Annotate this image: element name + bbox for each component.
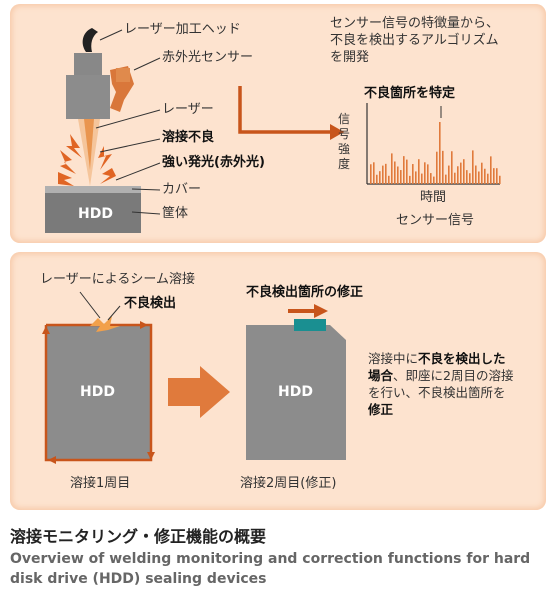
signal-bar xyxy=(493,168,495,184)
signal-bar xyxy=(412,164,414,184)
signal-bar xyxy=(400,170,402,184)
signal-bar xyxy=(445,174,447,184)
emission-label: 強い発光(赤外光) xyxy=(162,155,265,170)
algorithm-line-3: を開発 xyxy=(330,50,370,65)
seam-weld-arrows xyxy=(42,321,155,464)
signal-bar xyxy=(397,166,399,184)
seam-weld-label: レーザーによるシーム溶接 xyxy=(40,272,195,287)
flow-arrow xyxy=(238,86,330,134)
fix-label: 不良検出箇所の修正 xyxy=(246,285,364,300)
algorithm-line-1: センサー信号の特徴量から、 xyxy=(330,16,500,31)
signal-bar xyxy=(418,159,420,184)
signal-bar xyxy=(433,176,435,184)
signal-bar xyxy=(373,162,375,184)
signal-bar xyxy=(466,170,468,184)
hdd-label-pass2: HDD xyxy=(278,384,313,400)
signal-bar xyxy=(487,173,489,184)
signal-bar xyxy=(475,165,477,184)
signal-bar xyxy=(472,150,474,184)
chart-caption: センサー信号 xyxy=(396,213,475,228)
hdd-label-top: HDD xyxy=(78,206,113,222)
correction-description: 溶接中に不良を検出した 場合、即座に2周目の溶接 を行い、不良検出箇所を 修正 xyxy=(368,351,514,417)
chart-xlabel: 時間 xyxy=(420,190,447,205)
figure-title-ja: 溶接モニタリング・修正機能の概要 xyxy=(10,527,267,546)
signal-bar xyxy=(499,175,501,184)
signal-bar xyxy=(478,171,480,184)
hdd-label-pass1: HDD xyxy=(80,384,115,400)
signal-bar xyxy=(391,153,393,184)
defect-label: 溶接不良 xyxy=(162,130,215,145)
signal-bar xyxy=(454,172,456,184)
signal-bar xyxy=(490,156,492,184)
signal-bar xyxy=(481,162,483,184)
signal-bar xyxy=(409,175,411,184)
defect-detect-label: 不良検出 xyxy=(124,296,177,311)
cover-label: カバー xyxy=(162,182,202,197)
signal-bar xyxy=(436,151,438,184)
laser-head-nozzle xyxy=(66,75,110,119)
hdd-pass2 xyxy=(246,325,346,460)
signal-bar xyxy=(415,171,417,184)
laser-head-cable xyxy=(82,28,98,52)
signal-bar xyxy=(448,165,450,184)
signal-bar xyxy=(376,174,378,184)
signal-bar xyxy=(496,168,498,184)
signal-bar xyxy=(385,163,387,184)
chart-ylabel: 信号強度 xyxy=(338,112,351,171)
laser-head-body xyxy=(74,53,102,75)
housing-block xyxy=(45,193,141,233)
process-arrow xyxy=(168,366,230,418)
figure-title-en: Overview of welding monitoring and corre… xyxy=(10,551,531,587)
signal-bar xyxy=(439,122,441,184)
signal-bar xyxy=(403,156,405,184)
signal-bar xyxy=(451,151,453,184)
signal-bar xyxy=(379,171,381,184)
signal-bars xyxy=(370,122,501,184)
signal-bar xyxy=(460,162,462,184)
signal-bar xyxy=(463,159,465,184)
laser-head-label: レーザー加工ヘッド xyxy=(124,22,241,37)
signal-bar xyxy=(406,159,408,184)
cover-plate xyxy=(45,186,141,193)
signal-bar xyxy=(484,168,486,184)
signal-bar xyxy=(427,164,429,184)
ir-sensor-label: 赤外光センサー xyxy=(162,50,254,65)
signal-bar xyxy=(370,164,372,184)
teal-patch xyxy=(294,319,326,331)
ir-sensor-head xyxy=(116,68,130,82)
signal-bar xyxy=(424,162,426,184)
laser-label: レーザー xyxy=(162,102,214,117)
signal-bar xyxy=(388,175,390,184)
hdd-pass1 xyxy=(46,325,151,460)
signal-bar xyxy=(430,173,432,184)
pass1-caption: 溶接1周目 xyxy=(70,476,131,491)
peak-label: 不良箇所を特定 xyxy=(364,86,456,101)
signal-bar xyxy=(469,173,471,184)
pass2-caption: 溶接2周目(修正) xyxy=(240,476,337,491)
defect-flash xyxy=(90,316,120,332)
signal-bar xyxy=(421,173,423,184)
signal-bar xyxy=(457,166,459,184)
signal-bar xyxy=(442,150,444,184)
leader-lines-top xyxy=(95,29,161,215)
housing-label: 筐体 xyxy=(162,206,189,221)
algorithm-line-2: 不良を検出するアルゴリズム xyxy=(330,33,499,48)
signal-bar xyxy=(382,165,384,184)
signal-bar xyxy=(394,161,396,184)
